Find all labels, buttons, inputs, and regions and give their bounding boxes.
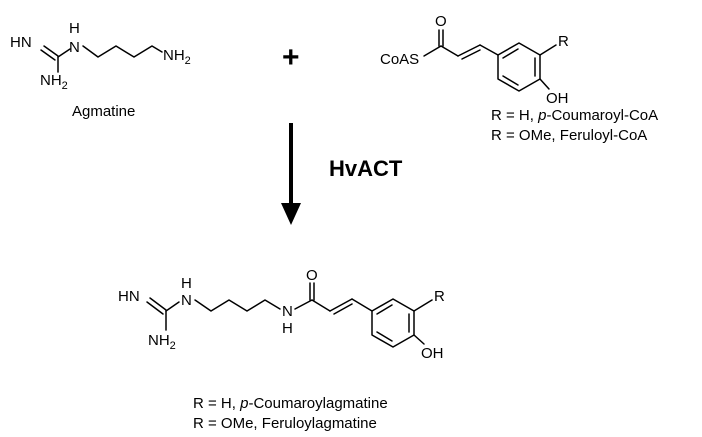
product-variant-1: R = H, p-Coumaroylagmatine (193, 395, 388, 412)
acyl-ring-link (479, 44, 499, 56)
amide-n-c-bond (294, 299, 313, 310)
acyl-alkene-bond-2 (461, 49, 481, 60)
product-ring-db1 (376, 304, 393, 315)
product-oh-bond (413, 334, 425, 345)
product-amide-n-label: N (282, 303, 293, 320)
product-nh1-h-label: H (181, 275, 192, 292)
acyl-alkene-bond (457, 44, 481, 57)
acyl-ring-db3 (502, 75, 519, 86)
acyl-oh-label: OH (546, 90, 569, 107)
product-amide-h-label: H (282, 320, 293, 337)
acyl-benzene-ring (497, 42, 541, 92)
agmatine-name: Agmatine (72, 103, 135, 120)
product-benzene-ring (371, 298, 415, 348)
acyl-r-bond (539, 44, 557, 56)
agmatine-chain (82, 45, 163, 58)
product-oh-label: OH (421, 345, 444, 362)
product-ring-link (351, 298, 373, 312)
agmatine-c-n-bond (57, 48, 71, 58)
product-structure: HN H N NH2 N H O R OH R = H, p-Coumaroyl… (118, 267, 445, 432)
coas-label: CoAS (380, 51, 419, 68)
product-c-c-bond (311, 299, 331, 312)
acyl-c-c-bond (440, 45, 459, 57)
agmatine-imine-label: HN (10, 34, 32, 51)
product-chain (194, 299, 281, 312)
product-r-bond (413, 299, 433, 312)
reaction-arrow-head (281, 203, 301, 225)
product-o-label: O (306, 267, 318, 284)
agmatine-n-label: N (69, 39, 80, 56)
agmatine-imine-bond (43, 45, 59, 57)
product-r-label: R (434, 288, 445, 305)
product-nh2-label: NH2 (148, 332, 176, 352)
acyl-oh-bond (539, 78, 550, 90)
acyl-variant-2: R = OMe, Feruloyl-CoA (491, 127, 647, 144)
plus-sign: + (282, 41, 300, 74)
agmatine-nh-h-label: H (69, 20, 80, 37)
product-imine-label: HN (118, 288, 140, 305)
thioester-s-c-bond (423, 45, 442, 57)
acyl-variant-1: R = H, p-Coumaroyl-CoA (491, 107, 658, 124)
product-imine-bond-2 (146, 301, 164, 315)
product-alkene-bond-2 (333, 303, 353, 315)
agmatine-nh2-label: NH2 (40, 72, 68, 92)
acyl-coa-structure: CoAS O R OH R = H, p-Coumaroyl-CoA R = O… (380, 13, 658, 144)
product-c-n-bond (165, 301, 180, 312)
reaction-arrow (281, 123, 301, 225)
product-imine-bond (149, 297, 167, 311)
acyl-r-label: R (558, 33, 569, 50)
agmatine-structure: HN H N NH2 NH2 Agmatine (10, 20, 191, 120)
product-variant-2: R = OMe, Feruloylagmatine (193, 415, 377, 432)
acyl-o-label: O (435, 13, 447, 30)
product-ring-db3 (376, 331, 393, 342)
agmatine-nh2-end-label: NH2 (163, 47, 191, 67)
agmatine-imine-bond-2 (40, 49, 56, 61)
product-alkene-bond (329, 298, 353, 312)
acyl-ring-db1 (502, 48, 519, 59)
product-n1-label: N (181, 292, 192, 309)
enzyme-label: HvACT (329, 156, 403, 181)
